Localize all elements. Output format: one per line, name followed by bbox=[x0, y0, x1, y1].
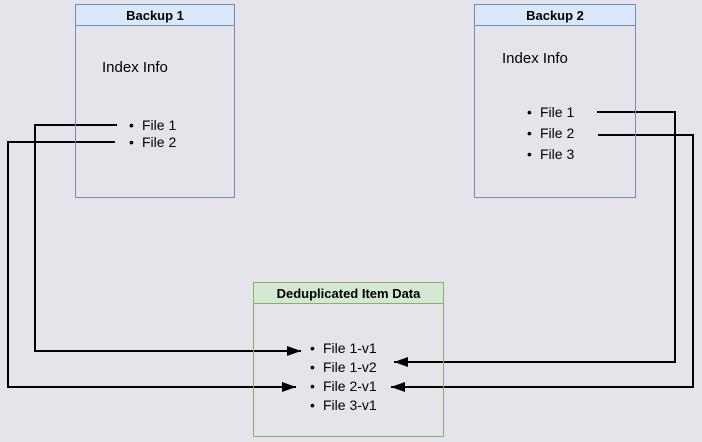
dedup-item-list: File 1-v1File 1-v2File 2-v1File 3-v1 bbox=[310, 339, 377, 415]
backup2-subtitle: Index Info bbox=[502, 50, 568, 67]
list-item: File 1-v2 bbox=[310, 358, 377, 377]
list-item: File 3 bbox=[527, 144, 574, 165]
list-item: File 2 bbox=[129, 134, 176, 151]
backup1-box: Backup 1 Index Info File 1File 2 bbox=[75, 4, 235, 198]
backup1-subtitle: Index Info bbox=[102, 59, 168, 76]
list-item: File 2-v1 bbox=[310, 377, 377, 396]
backup1-file-list: File 1File 2 bbox=[129, 117, 176, 151]
list-item: File 2 bbox=[527, 123, 574, 144]
backup2-box: Backup 2 Index Info File 1File 2File 3 bbox=[474, 4, 636, 198]
backup2-file-list: File 1File 2File 3 bbox=[527, 102, 574, 165]
dedup-box: Deduplicated Item Data File 1-v1File 1-v… bbox=[253, 282, 444, 437]
backup2-title: Backup 2 bbox=[475, 5, 635, 26]
list-item: File 1 bbox=[129, 117, 176, 134]
list-item: File 3-v1 bbox=[310, 396, 377, 415]
dedup-title: Deduplicated Item Data bbox=[254, 283, 443, 304]
list-item: File 1-v1 bbox=[310, 339, 377, 358]
backup1-title: Backup 1 bbox=[76, 5, 234, 26]
list-item: File 1 bbox=[527, 102, 574, 123]
